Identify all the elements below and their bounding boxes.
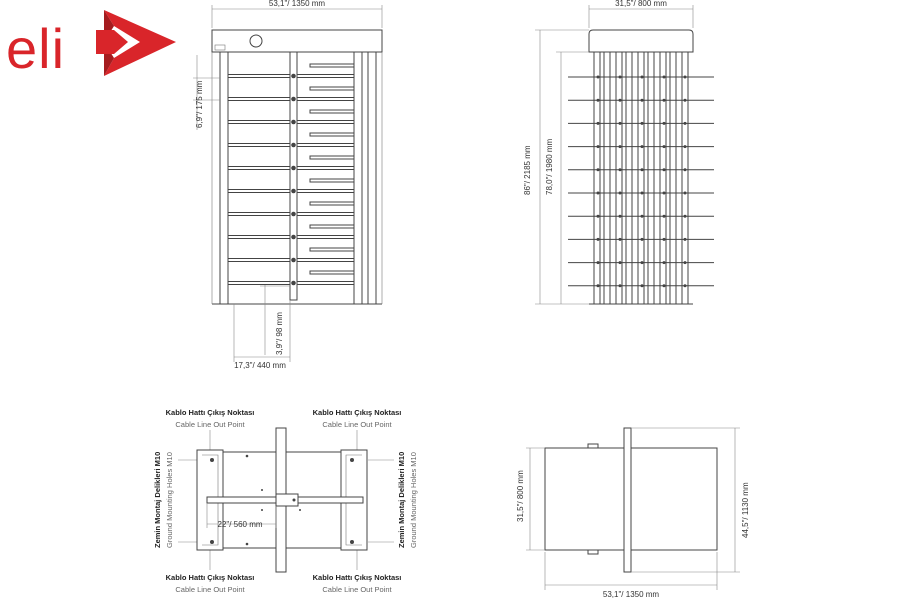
rotor-arm [296,74,355,78]
rotor-joint [291,142,296,148]
logo-text: eli [6,17,65,80]
rotor-arm [296,143,355,147]
rotor-arm-offset [309,224,355,229]
side-post [669,51,677,305]
side-post [681,51,689,305]
rotor-arm [296,97,355,101]
lane-width-label: 17,3"/ 440 mm [234,361,286,370]
fixed-arm [227,166,291,170]
side-arms [568,75,714,288]
rotor-joint [291,257,296,263]
arm-spacing-label: 6,9"/ 175 mm [195,80,204,128]
front-view: 53,1"/ 1350 mm 6,9"/ 175 mm 3,9"/ 98 mm … [193,0,383,370]
top-housing [211,29,383,53]
rotor-hub [275,493,299,507]
rotor-joint [291,188,296,194]
front-arms [227,63,355,286]
cable-title-tr: Kablo Hattı Çıkış Noktası [313,408,402,417]
rotor-arm-offset [309,270,355,275]
cable-sub-bl: Cable Line Out Point [175,585,245,594]
side-view: 31,5"/ 800 mm 86"/ 2185 mm 78,0"/ 1980 m… [523,0,714,305]
cable-title-tl: Kablo Hattı Çıkış Noktası [166,408,255,417]
cable-sub-tr: Cable Line Out Point [322,420,392,429]
cable-sub-br: Cable Line Out Point [322,585,392,594]
eli-logo: eli [6,10,176,80]
mount-title-left: Zemin Montaj Delikleri M10 [153,452,162,548]
inner-height-label: 78,0"/ 1980 mm [545,138,554,195]
top-view: 31,5"/ 800 mm 44,5"/ 1130 mm 53,1"/ 1350… [516,427,750,599]
rotor-arm-offset [309,86,355,91]
rotor-arm [296,189,355,193]
rotor-arm-offset [309,109,355,114]
side-post [603,51,611,305]
rotor-joint [291,96,296,102]
top-depth-label: 31,5"/ 800 mm [516,470,525,522]
top-right-panel [630,447,718,551]
rotor-arm-offset [309,132,355,137]
rotor-arm-offset [309,63,355,68]
cable-title-br: Kablo Hattı Çıkış Noktası [313,573,402,582]
front-width-label: 53,1"/ 1350 mm [269,0,326,8]
right-post-b [367,51,377,305]
lamp-icon [249,34,263,48]
fixed-arm [227,281,291,285]
fixed-arm [227,74,291,78]
side-posts [593,51,689,305]
side-post [647,51,655,305]
rotor-arm-offset [309,247,355,252]
rotor-joint [291,211,296,217]
rotor-arm [296,212,355,216]
rotor-joint [291,280,296,286]
top-gate-bar [623,427,632,573]
side-post [593,51,601,305]
logo-arrow-icon [96,10,176,76]
side-post [615,51,623,305]
side-width-label: 31,5"/ 800 mm [615,0,667,8]
fixed-arm [227,212,291,216]
floor-plan-view: Kablo Hattı Çıkış Noktası Cable Line Out… [153,408,418,594]
side-post [625,51,633,305]
fixed-arm [227,97,291,101]
left-post [219,51,229,305]
rotor-arm-offset [309,178,355,183]
fixed-arm [227,143,291,147]
side-top-housing [588,29,694,53]
rotor-arm-offset [309,201,355,206]
mount-sub-left: Ground Mounting Holes M10 [165,452,174,548]
cable-title-bl: Kablo Hattı Çıkış Noktası [166,573,255,582]
right-post-a [353,51,363,305]
rotor-joint [291,165,296,171]
side-post [659,51,667,305]
rotor-arm [296,281,355,285]
rotor-arm [296,235,355,239]
side-post [637,51,645,305]
bottom-gap-label: 3,9"/ 98 mm [275,312,284,355]
rotor-arm [296,166,355,170]
fixed-arm [227,189,291,193]
mount-sub-right: Ground Mounting Holes M10 [409,452,418,548]
fixed-arm [227,258,291,262]
rotor-arm [296,120,355,124]
arm-length-label: 22"/ 560 mm [217,520,262,529]
rotor-joint [291,234,296,240]
rotor-arm-offset [309,155,355,160]
rotor-joint [291,73,296,79]
top-left-panel [544,447,632,551]
top-width-label: 53,1"/ 1350 mm [603,590,660,599]
rotor-arm [296,258,355,262]
top-total-depth-label: 44,5"/ 1130 mm [741,482,750,538]
rotor-joint [291,119,296,125]
total-height-label: 86"/ 2185 mm [523,145,532,195]
fixed-arm [227,235,291,239]
center-rotor [289,51,298,301]
mount-title-right: Zemin Montaj Delikleri M10 [397,452,406,548]
fixed-arm [227,120,291,124]
cable-sub-tl: Cable Line Out Point [175,420,245,429]
